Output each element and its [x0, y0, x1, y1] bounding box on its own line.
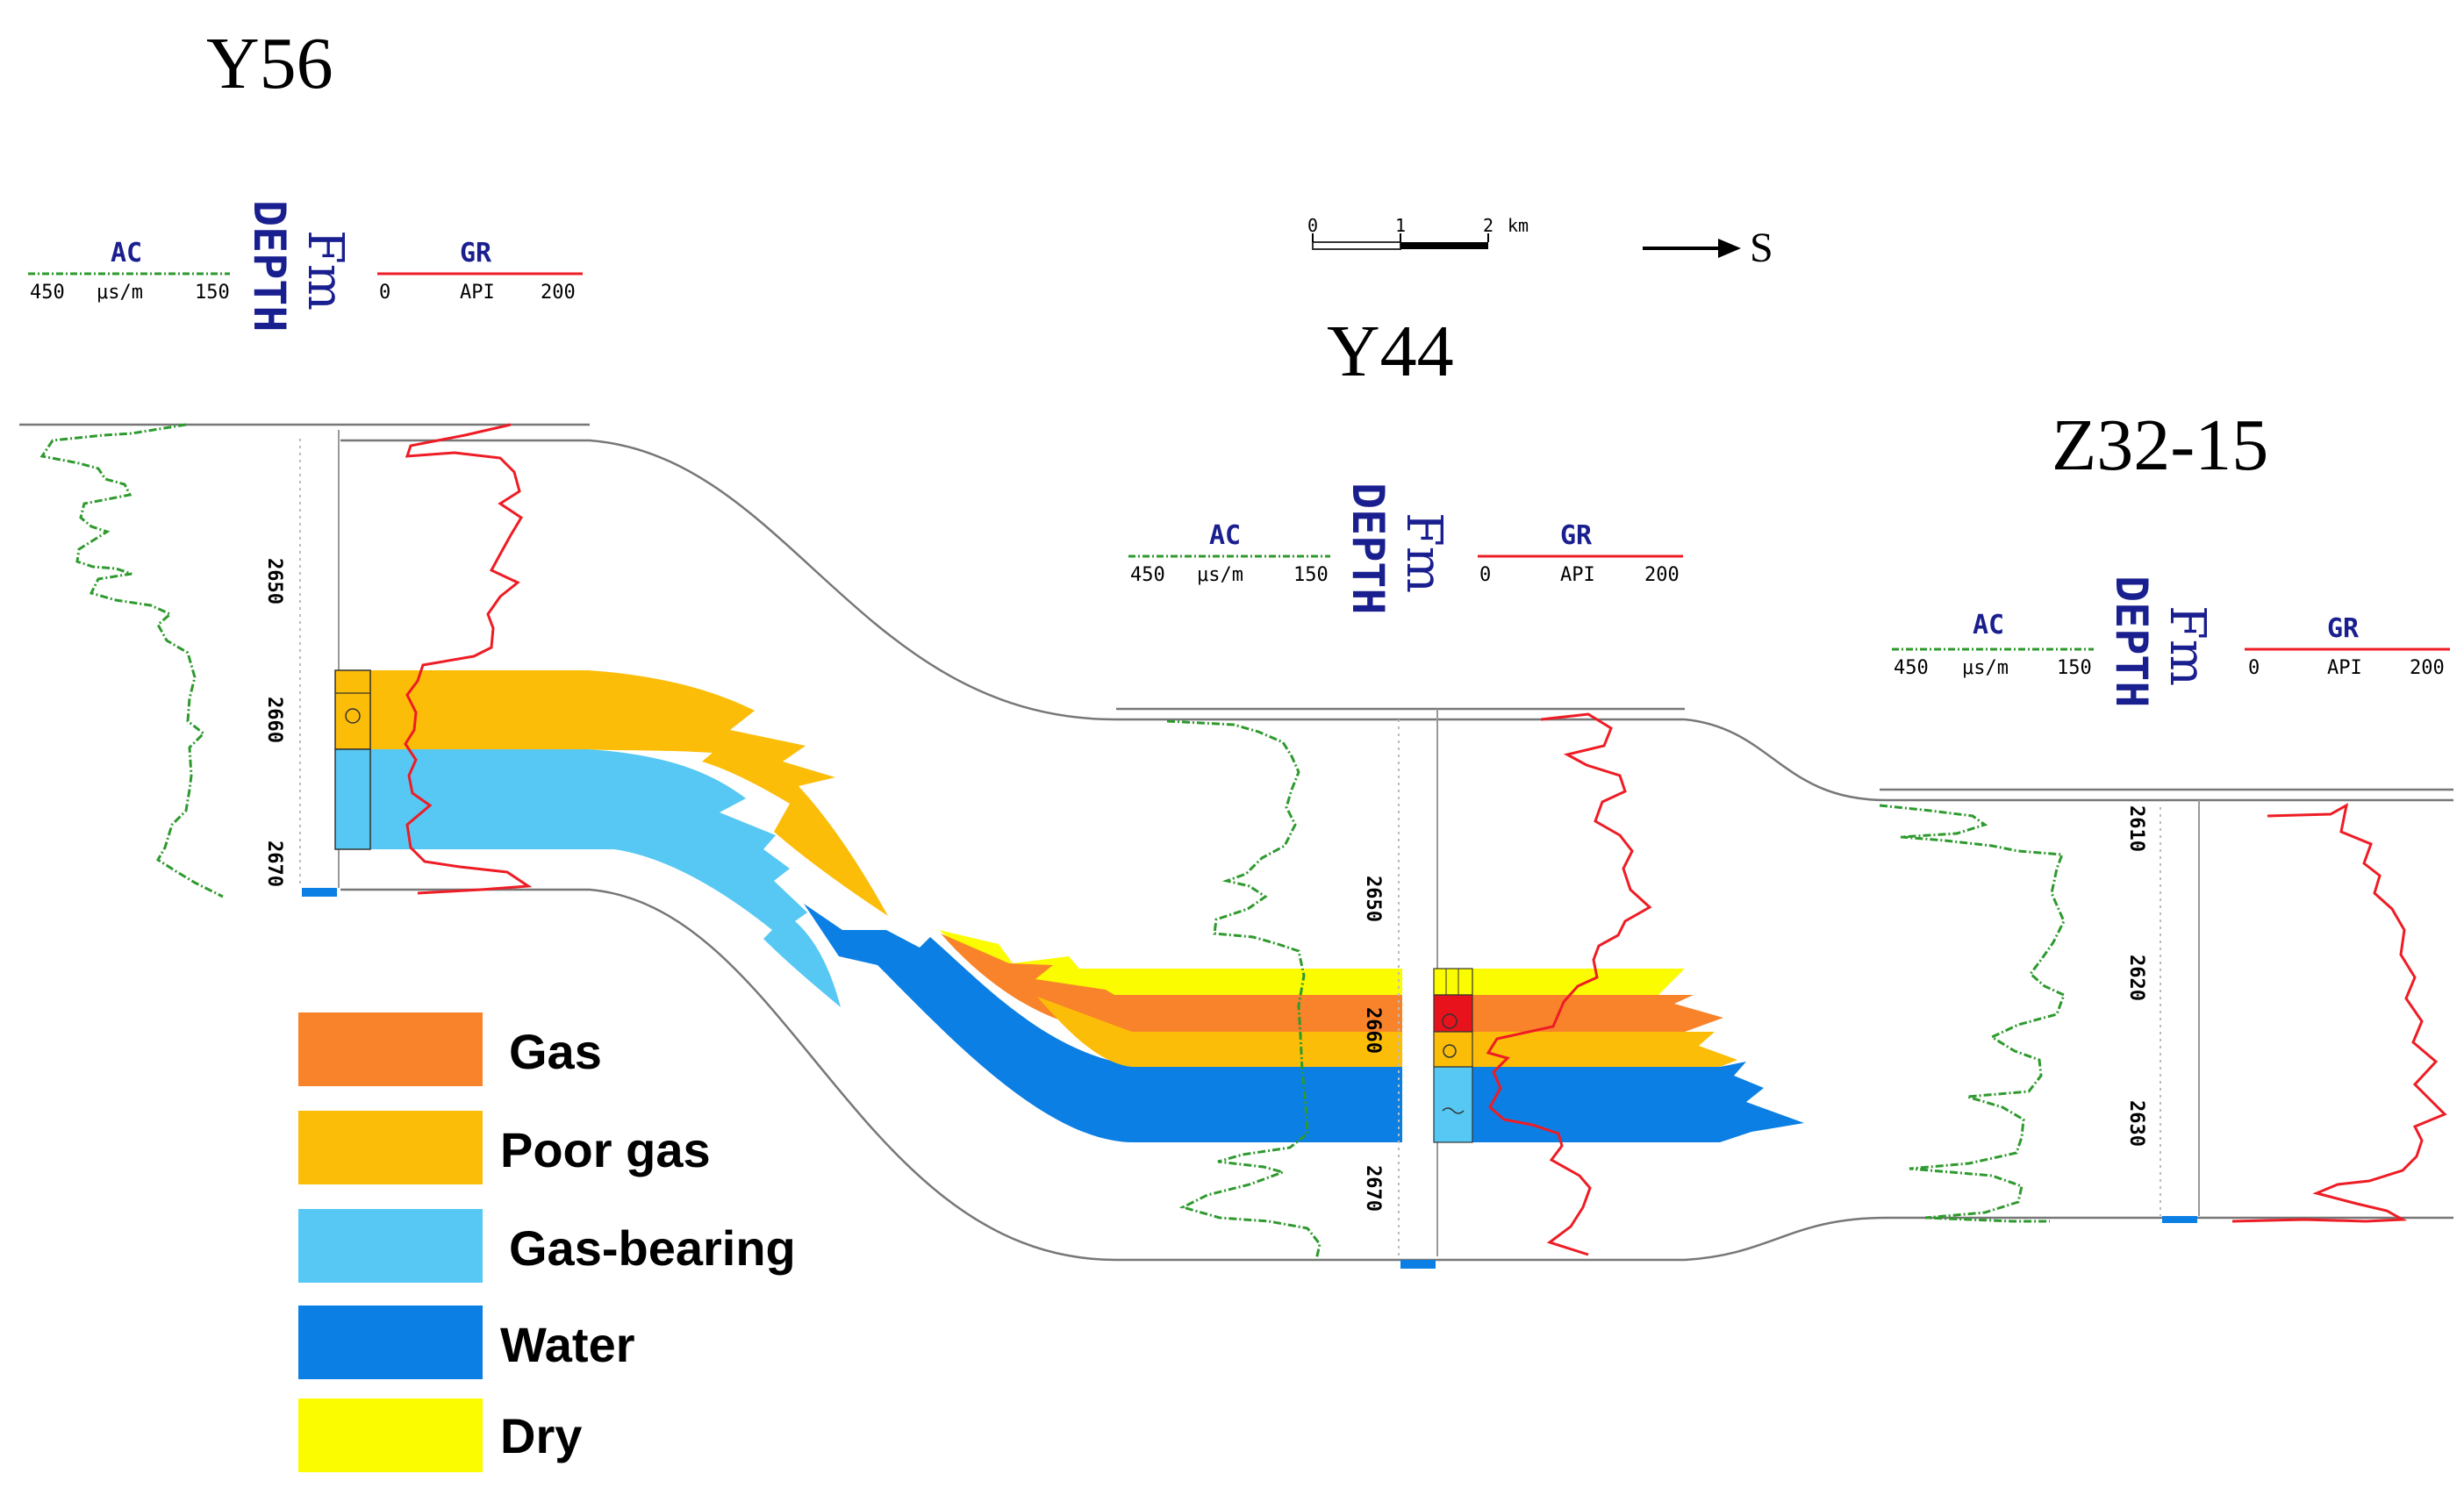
depth-tick: 2610	[2125, 805, 2147, 852]
legend-label-gas: Gas	[509, 1024, 602, 1079]
direction-indicator: S	[1643, 225, 1773, 271]
gr-min: 0	[379, 282, 390, 304]
ac-max: 150	[1293, 564, 1329, 586]
gr-min: 0	[1479, 564, 1491, 586]
scale-tick-1: 1	[1395, 215, 1406, 236]
scale-unit: km	[1508, 215, 1529, 236]
ac-curve-y44	[1166, 719, 1322, 1261]
well-column-y44: 2650 2660 2670	[1362, 709, 1473, 1269]
legend-swatch-poor-gas	[298, 1111, 483, 1184]
legend-label-dry: Dry	[500, 1408, 582, 1463]
legend-label-poor-gas: Poor gas	[500, 1122, 711, 1177]
scale-tick-0: 0	[1307, 215, 1318, 236]
depth-tick: 2660	[263, 697, 285, 743]
gr-min: 0	[2248, 657, 2260, 679]
gr-unit: API	[1560, 564, 1595, 586]
depth-label: DEPTH	[1343, 483, 1393, 615]
ac-curve-y56	[39, 423, 224, 898]
ac-min: 450	[1894, 657, 1929, 679]
well-bottom-marker	[1400, 1260, 1436, 1269]
depth-label: DEPTH	[244, 200, 295, 333]
well-bottom-marker	[2162, 1216, 2197, 1223]
lith-poor-gas	[334, 669, 371, 750]
log-curves	[39, 423, 2447, 1261]
depth-label: DEPTH	[2106, 576, 2157, 708]
gr-unit: API	[2327, 657, 2362, 679]
fm-label: Fm	[297, 230, 354, 311]
well-header-z32-15: AC 450 μs/m 150 DEPTH Fm GR 0 API 200	[1892, 576, 2450, 708]
ac-unit: μs/m	[97, 282, 143, 304]
legend: Gas Poor gas Gas-bearing Water Dry	[298, 1012, 796, 1472]
ac-unit: μs/m	[1197, 564, 1243, 586]
well-header-y44: AC 450 μs/m 150 DEPTH Fm GR 0 API 200	[1128, 483, 1683, 615]
ac-label: AC	[1209, 520, 1241, 551]
gr-curve-y44	[1486, 712, 1652, 1256]
gr-max: 200	[2410, 657, 2445, 679]
ac-min: 450	[30, 282, 65, 304]
lith-gas-bearing	[334, 748, 371, 850]
band-poor-gas-y56	[344, 670, 888, 916]
depth-tick: 2650	[1362, 876, 1384, 922]
well-column-z32-15: 2610 2620 2630	[2125, 800, 2200, 1223]
gr-max: 200	[541, 282, 576, 304]
band-water	[804, 904, 1804, 1142]
band-poor-gas-y44	[1037, 997, 1737, 1067]
gr-label: GR	[460, 238, 492, 268]
band-gas	[941, 934, 1723, 1032]
depth-tick: 2670	[1362, 1165, 1384, 1212]
ac-max: 150	[2057, 657, 2092, 679]
lith-gas-bearing	[1433, 1066, 1473, 1143]
lith-poor-gas	[1433, 1031, 1473, 1068]
well-title-z32-15: Z32-15	[2052, 404, 2268, 486]
ac-curve-z32-15	[1879, 804, 2066, 1223]
gr-label: GR	[1560, 520, 1593, 551]
legend-label-water: Water	[500, 1317, 635, 1372]
ac-label: AC	[111, 238, 142, 268]
well-title-y56: Y56	[206, 23, 333, 104]
depth-tick: 2660	[1362, 1007, 1384, 1054]
depth-tick: 2630	[2125, 1100, 2147, 1147]
gr-label: GR	[2327, 613, 2360, 644]
direction-label: S	[1750, 225, 1773, 271]
ac-max: 150	[195, 282, 230, 304]
legend-swatch-water	[298, 1306, 483, 1379]
well-header-y56: AC 450 μs/m 150 DEPTH Fm GR 0 API 200	[28, 200, 583, 333]
ac-min: 450	[1130, 564, 1165, 586]
legend-label-gas-bearing: Gas-bearing	[509, 1220, 796, 1276]
well-column-y56: 2650 2660 2670	[263, 430, 371, 897]
ac-unit: μs/m	[1962, 657, 2009, 679]
legend-swatch-gas-bearing	[298, 1209, 483, 1283]
scale-tick-2: 2	[1483, 215, 1493, 236]
gr-unit: API	[460, 282, 495, 304]
fm-label: Fm	[2159, 605, 2216, 686]
gr-max: 200	[1644, 564, 1680, 586]
well-bottom-marker	[302, 888, 337, 897]
lith-gas	[1433, 994, 1473, 1033]
depth-tick: 2650	[263, 558, 285, 604]
gr-curve-z32-15	[2231, 803, 2447, 1223]
depth-tick: 2670	[263, 841, 285, 887]
ac-label: AC	[1973, 610, 2004, 640]
lith-dry	[1433, 968, 1473, 996]
correlation-bands	[344, 670, 1804, 1142]
depth-tick: 2620	[2125, 955, 2147, 1001]
correlation-boundaries	[19, 423, 2453, 1262]
well-title-y44: Y44	[1327, 311, 1454, 392]
legend-swatch-gas	[298, 1012, 483, 1086]
gr-curve-y56	[404, 423, 533, 895]
legend-swatch-dry	[298, 1399, 483, 1472]
band-gas-bearing-y56	[344, 749, 841, 1007]
fm-label: Fm	[1395, 512, 1452, 593]
scale-bar: 0 1 2 km	[1307, 215, 1529, 250]
